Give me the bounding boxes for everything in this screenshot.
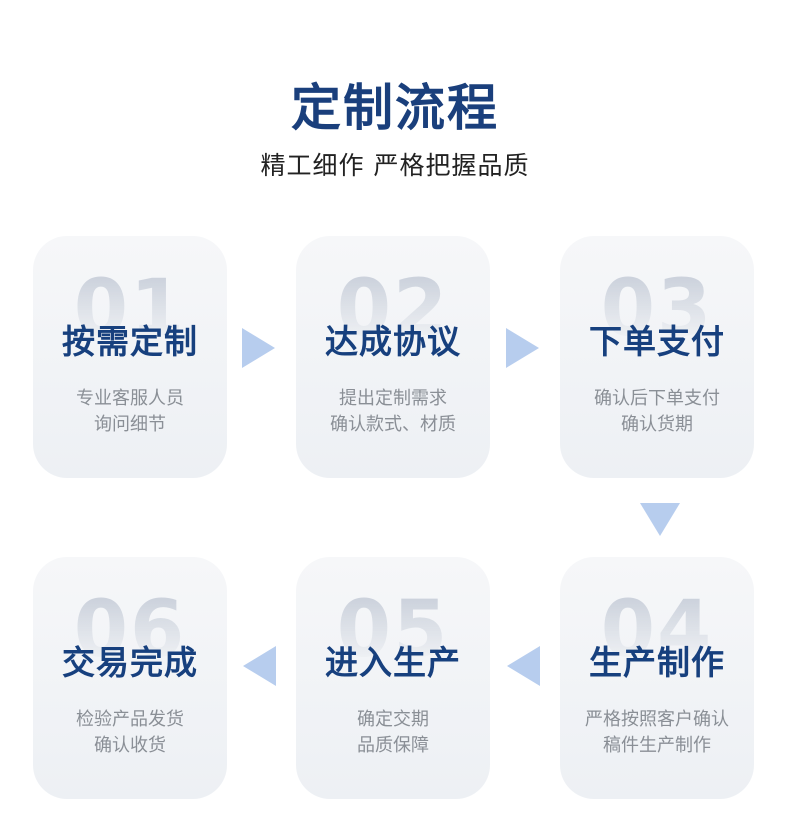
step-number: 05	[296, 585, 490, 675]
step-title: 交易完成	[62, 643, 198, 682]
step-description-line: 提出定制需求	[339, 388, 447, 409]
arrow-left-icon	[507, 646, 540, 686]
step-description: 提出定制需求 确认款式、材质	[296, 386, 490, 438]
step-description: 确认后下单支付 确认货期	[560, 386, 754, 438]
step-card-04: 04 生产制作 严格按照客户确认 稿件生产制作	[560, 557, 754, 799]
step-number: 01	[33, 264, 227, 354]
step-description-line: 确定交期	[357, 709, 429, 730]
step-description-line: 确认收货	[94, 735, 166, 756]
step-description: 严格按照客户确认 稿件生产制作	[560, 707, 754, 759]
step-number: 02	[296, 264, 490, 354]
step-number: 04	[560, 585, 754, 675]
page-title: 定制流程	[291, 79, 499, 137]
step-description-line: 严格按照客户确认	[585, 709, 729, 730]
step-description-line: 专业客服人员	[76, 388, 184, 409]
step-description-line: 品质保障	[357, 735, 429, 756]
step-description: 检验产品发货 确认收货	[33, 707, 227, 759]
step-number: 06	[33, 585, 227, 675]
arrow-left-icon	[243, 646, 276, 686]
step-title: 达成协议	[325, 322, 461, 361]
step-description-line: 确认款式、材质	[330, 414, 456, 435]
step-number: 03	[560, 264, 754, 354]
step-title: 按需定制	[62, 322, 198, 361]
step-title: 下单支付	[589, 322, 725, 361]
step-description-line: 询问细节	[94, 414, 166, 435]
step-title: 进入生产	[325, 643, 461, 682]
step-description-line: 稿件生产制作	[603, 735, 711, 756]
step-title: 生产制作	[589, 643, 725, 682]
step-description: 专业客服人员 询问细节	[33, 386, 227, 438]
step-card-05: 05 进入生产 确定交期 品质保障	[296, 557, 490, 799]
arrow-right-icon	[242, 328, 275, 368]
step-description: 确定交期 品质保障	[296, 707, 490, 759]
step-description-line: 确认货期	[621, 414, 693, 435]
step-card-06: 06 交易完成 检验产品发货 确认收货	[33, 557, 227, 799]
step-card-03: 03 下单支付 确认后下单支付 确认货期	[560, 236, 754, 478]
arrow-down-icon	[640, 503, 680, 536]
step-card-02: 02 达成协议 提出定制需求 确认款式、材质	[296, 236, 490, 478]
page-subtitle: 精工细作 严格把握品质	[260, 151, 530, 180]
arrow-right-icon	[506, 328, 539, 368]
step-description-line: 检验产品发货	[76, 709, 184, 730]
step-description-line: 确认后下单支付	[594, 388, 720, 409]
step-card-01: 01 按需定制 专业客服人员 询问细节	[33, 236, 227, 478]
